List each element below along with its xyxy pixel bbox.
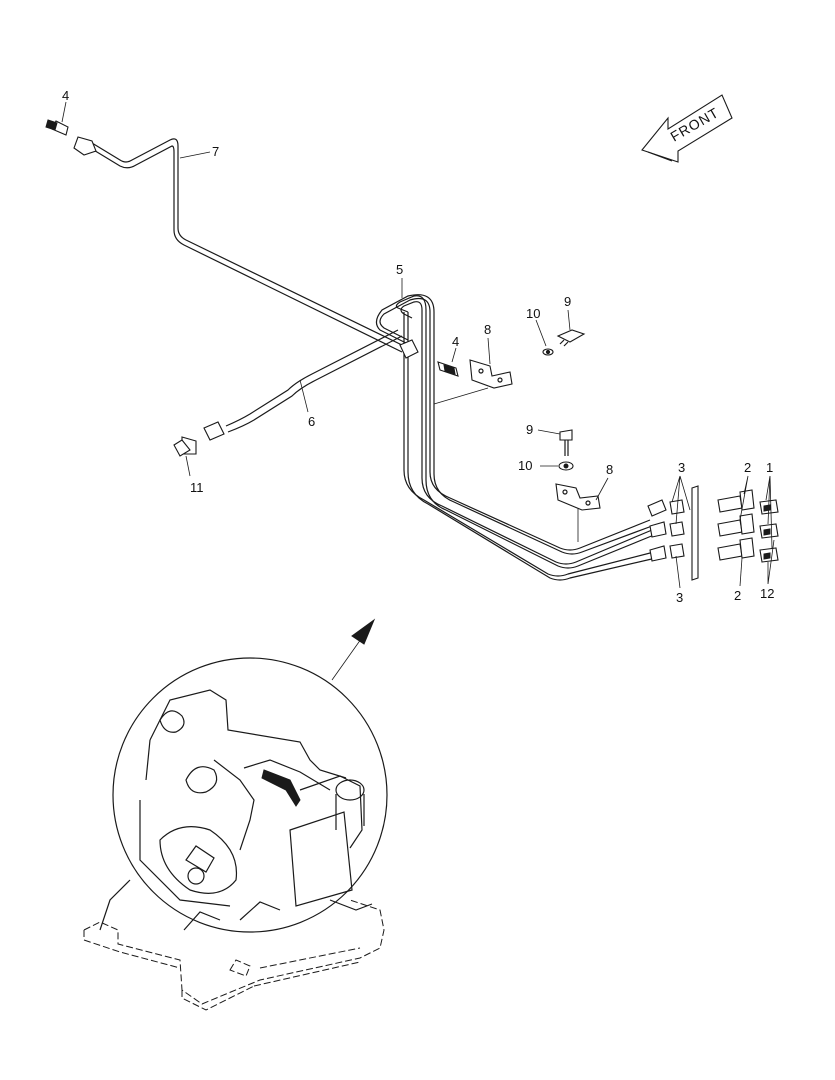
callout-8-upper: 8 xyxy=(484,322,491,337)
pipe-7 xyxy=(91,138,407,353)
callout-labels: 4 7 5 8 4 10 9 6 11 9 10 8 3 2 1 3 2 12 xyxy=(62,88,774,605)
callout-4-top: 4 xyxy=(62,88,69,103)
pipe-7-fitting xyxy=(45,119,97,156)
callout-3-bottom: 3 xyxy=(676,590,683,605)
pipe-5 xyxy=(375,294,657,581)
callout-2-top: 2 xyxy=(744,460,751,475)
leader-lines xyxy=(61,101,775,589)
callout-2-bottom: 2 xyxy=(734,588,741,603)
washer-upper xyxy=(542,348,554,356)
callout-5: 5 xyxy=(396,262,403,277)
machine-overview xyxy=(83,657,388,1011)
callout-12: 12 xyxy=(760,586,774,601)
pipe-6-fitting xyxy=(173,421,225,457)
bolt-upper xyxy=(556,329,586,347)
connectors-2 xyxy=(717,489,755,561)
callout-10-lower: 10 xyxy=(518,458,532,473)
callout-4-center: 4 xyxy=(452,334,459,349)
clamp-lower xyxy=(555,483,601,511)
center-fitting xyxy=(399,339,459,377)
detail-circle xyxy=(112,657,388,933)
locator-arrow xyxy=(331,618,376,681)
callout-1: 1 xyxy=(766,460,773,475)
callout-3-top: 3 xyxy=(678,460,685,475)
bulkhead-plate xyxy=(691,485,699,581)
callout-8-lower: 8 xyxy=(606,462,613,477)
washer-lower xyxy=(558,461,574,471)
nuts-3 xyxy=(669,499,685,559)
callout-10-upper: 10 xyxy=(526,306,540,321)
callout-9-upper: 9 xyxy=(564,294,571,309)
front-arrow: FRONT xyxy=(641,94,733,163)
pipe-6 xyxy=(225,329,403,433)
clamp-upper xyxy=(469,359,513,389)
pipe-5-right-fittings xyxy=(647,499,667,562)
callout-7: 7 xyxy=(212,144,219,159)
callout-11: 11 xyxy=(190,480,204,495)
callout-9-lower: 9 xyxy=(526,422,533,437)
callout-6: 6 xyxy=(308,414,315,429)
bolt-lower xyxy=(559,429,573,456)
